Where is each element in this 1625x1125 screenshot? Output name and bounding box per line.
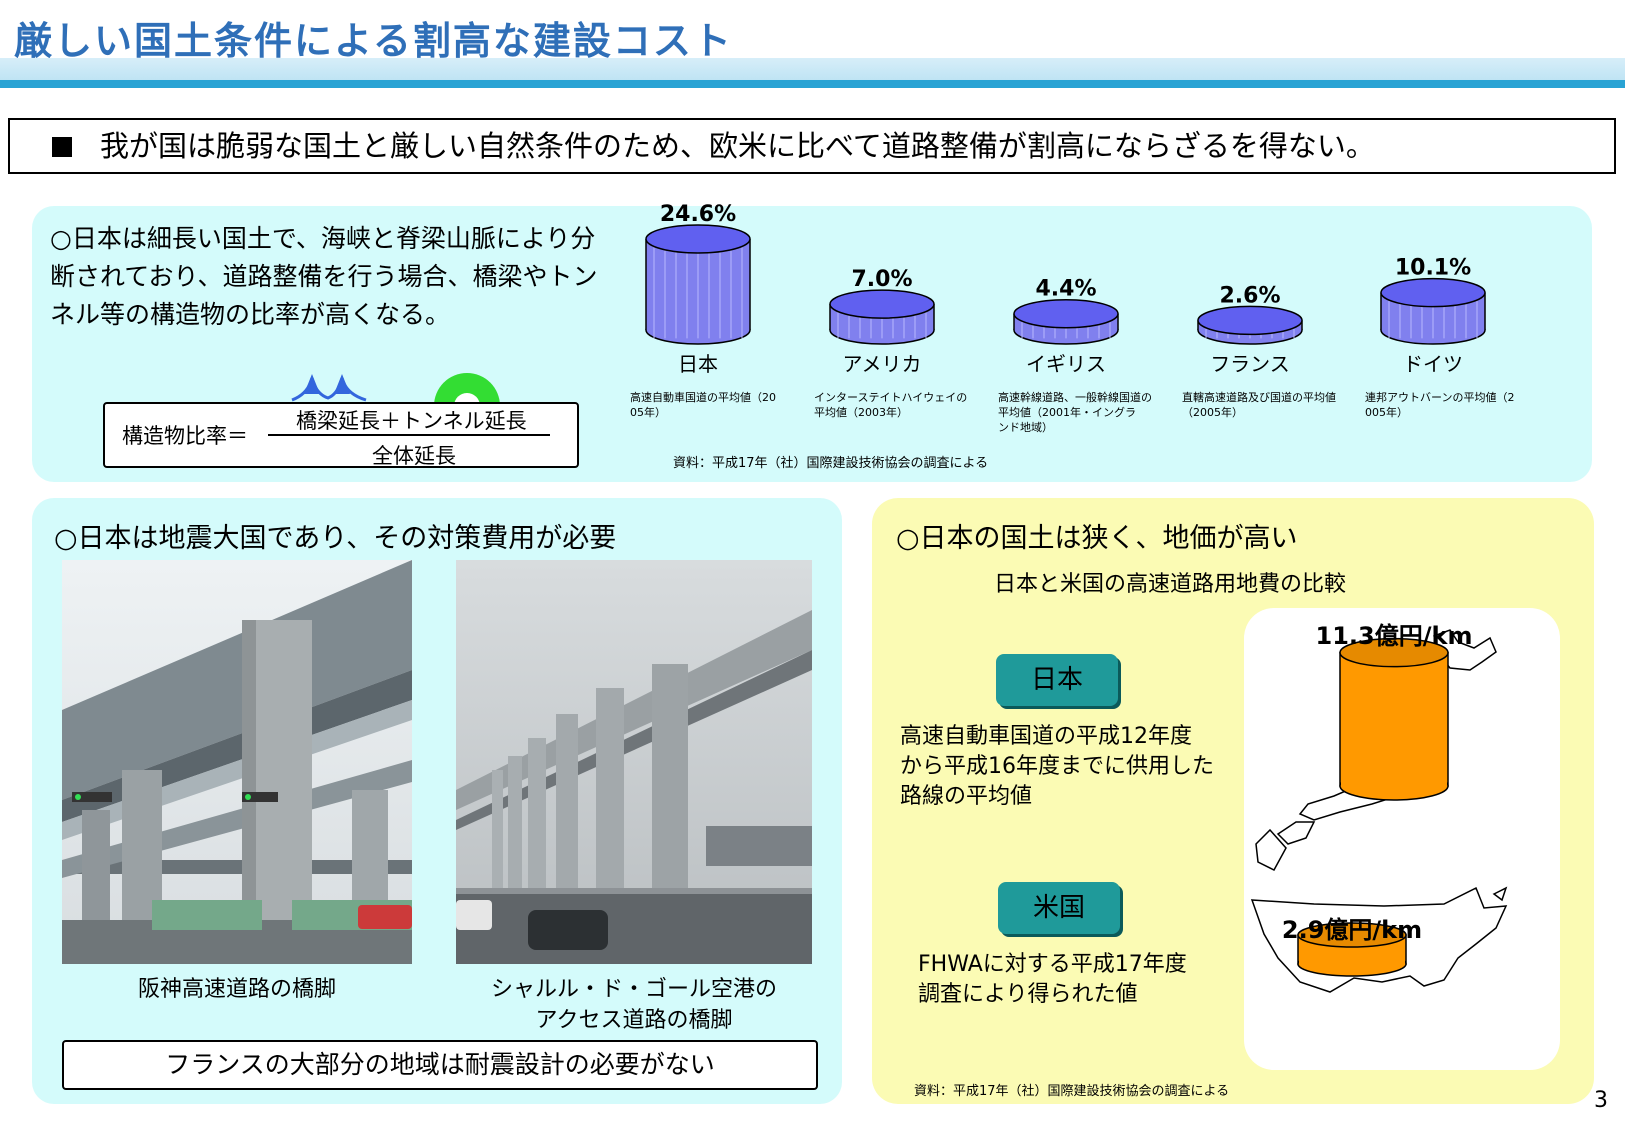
title-band	[0, 58, 1625, 80]
cylinder-top-3	[1197, 305, 1303, 336]
note-3-0: 直轄高速道路及び国道の平均値	[1182, 390, 1336, 404]
us-map	[1250, 886, 1508, 993]
cdg-caption-line2: アクセス道路の橋脚	[535, 1008, 733, 1033]
country-label-4: ドイツ	[1403, 352, 1463, 376]
us-desc-line1: FHWAに対する平成17年度	[918, 952, 1187, 977]
page-title: 厳しい国土条件による割高な建設コスト	[14, 19, 733, 63]
us-desc-line2: 調査により得られた値	[918, 982, 1138, 1007]
land-cost-chart: 11.3億円/km 2.9億円/km	[1250, 622, 1508, 993]
cdg-caption: シャルル・ド・ゴール空港の アクセス道路の橋脚	[456, 974, 812, 1036]
cdg-caption-line1: シャルル・ド・ゴール空港の	[490, 977, 777, 1002]
earthquake-heading: ○日本は地震大国であり、その対策費用が必要	[54, 523, 617, 554]
fraction-bar	[268, 434, 550, 436]
us-tag: 米国	[998, 882, 1120, 934]
us-land-value: 2.9億円/km	[1282, 916, 1422, 944]
square-bullet-icon	[52, 137, 72, 157]
cylinder-top-1	[829, 289, 935, 319]
note-2-0: 高速幹線道路、一般幹線国道の	[998, 390, 1152, 404]
note-2-2: ンド地域）	[998, 421, 1053, 434]
japan-desc-line1: 高速自動車国道の平成12年度	[900, 724, 1192, 749]
formula-lhs: 構造物比率＝	[122, 424, 248, 448]
country-label-0: 日本	[678, 352, 718, 376]
cylinder-top-2	[1013, 298, 1119, 329]
note-4-1: 005年）	[1365, 405, 1408, 419]
japan-desc-line2: から平成16年度までに供用した	[900, 754, 1214, 779]
geography-text: ○日本は細長い国土で、海峡と脊梁山脈により分断されており、道路整備を行う場合、橋…	[50, 224, 598, 329]
cylinder-top-4	[1380, 277, 1486, 308]
note-0-1: 05年）	[630, 405, 666, 419]
land-price-heading: ○日本の国土は狭く、地価が高い	[896, 523, 1298, 554]
cdg-pier-photo	[456, 560, 812, 964]
note-1-0: インターステイトハイウェイの	[814, 391, 967, 404]
country-label-1: アメリカ	[843, 352, 922, 376]
us-description: FHWAに対する平成17年度 調査により得られた値	[918, 950, 1187, 1010]
source-note: 資料：平成17年（社）国際建設技術協会の調査による	[673, 456, 989, 471]
japan-tag: 日本	[996, 654, 1118, 706]
hanshin-pier-photo	[62, 560, 412, 964]
summary-box: 我が国は脆弱な国土と厳しい自然条件のため、欧米に比べて道路整備が割高にならざるを…	[8, 118, 1616, 174]
france-seismic-note: フランスの大部分の地域は耐震設計の必要がない	[62, 1040, 818, 1090]
japan-land-value: 11.3億円/km	[1316, 622, 1473, 650]
page-number: 3	[1594, 1088, 1608, 1113]
value-label-1: 7.0%	[851, 267, 912, 292]
cylinder-top-0	[645, 224, 751, 254]
value-label-2: 4.4%	[1035, 277, 1096, 302]
japan-description: 高速自動車国道の平成12年度 から平成16年度までに供用した 路線の平均値	[900, 722, 1214, 812]
japan-desc-line3: 路線の平均値	[900, 784, 1033, 809]
land-source-note: 資料：平成17年（社）国際建設技術協会の調査による	[914, 1084, 1230, 1099]
country-label-3: フランス	[1210, 352, 1290, 376]
land-price-subtitle: 日本と米国の高速道路用地費の比較	[994, 572, 1347, 597]
value-label-4: 10.1%	[1395, 256, 1471, 281]
bridge-icon	[291, 374, 367, 402]
formula-denominator: 全体延長	[372, 444, 456, 468]
us-cylinder	[1297, 922, 1407, 977]
note-2-1: 平均値（2001年・イングラ	[998, 405, 1136, 419]
country-label-2: イギリス	[1026, 352, 1106, 376]
summary-text: 我が国は脆弱な国土と厳しい自然条件のため、欧米に比べて道路整備が割高にならざるを…	[100, 129, 1375, 163]
hanshin-caption: 阪神高速道路の橋脚	[137, 977, 336, 1002]
note-3-1: （2005年）	[1182, 405, 1243, 419]
value-label-3: 2.6%	[1219, 283, 1280, 308]
note-1-1: 平均値（2003年）	[814, 405, 908, 419]
japan-cylinder	[1339, 637, 1449, 801]
value-label-0: 24.6%	[660, 202, 736, 227]
formula-numerator: 橋梁延長＋トンネル延長	[296, 409, 527, 433]
note-4-0: 連邦アウトバーンの平均値（2	[1365, 390, 1514, 404]
title-underline	[0, 80, 1625, 88]
note-0-0: 高速自動車国道の平均値（20	[630, 390, 776, 404]
